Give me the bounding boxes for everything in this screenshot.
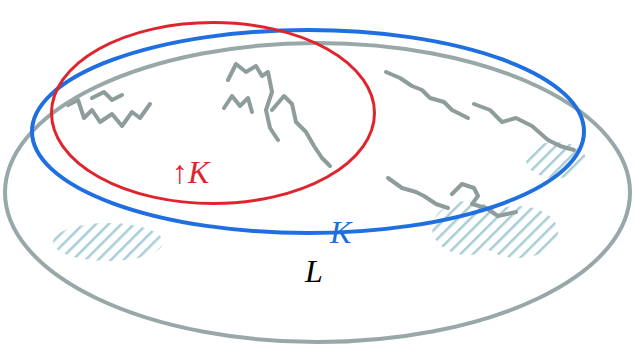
ellipse-border	[5, 43, 630, 342]
ellipse-border	[52, 23, 375, 204]
hatched-blob	[53, 223, 163, 261]
set-label: K	[330, 216, 351, 248]
hatched-blob	[478, 206, 558, 258]
subset-ellipse: ↑K	[50, 21, 376, 205]
ellipse-border	[32, 30, 584, 233]
wiggle-curve	[386, 72, 468, 118]
curve-set	[68, 64, 574, 216]
set-label: ↑K	[172, 156, 209, 188]
wiggle-curve	[224, 96, 252, 112]
wiggle-curve	[388, 178, 448, 208]
ellipse-outline	[30, 28, 586, 235]
wiggle-curve	[474, 104, 574, 150]
wiggle-curve	[272, 96, 330, 166]
wiggle-curve	[92, 92, 122, 100]
set-ellipse: K↑K	[30, 28, 586, 235]
ellipse-outline	[3, 41, 632, 344]
ellipse-outline	[50, 21, 376, 205]
set-ellipse: LK ↑K	[3, 41, 632, 344]
set-label: L	[305, 255, 323, 287]
hatched-blob	[526, 142, 586, 178]
wiggle-curve	[68, 100, 150, 126]
